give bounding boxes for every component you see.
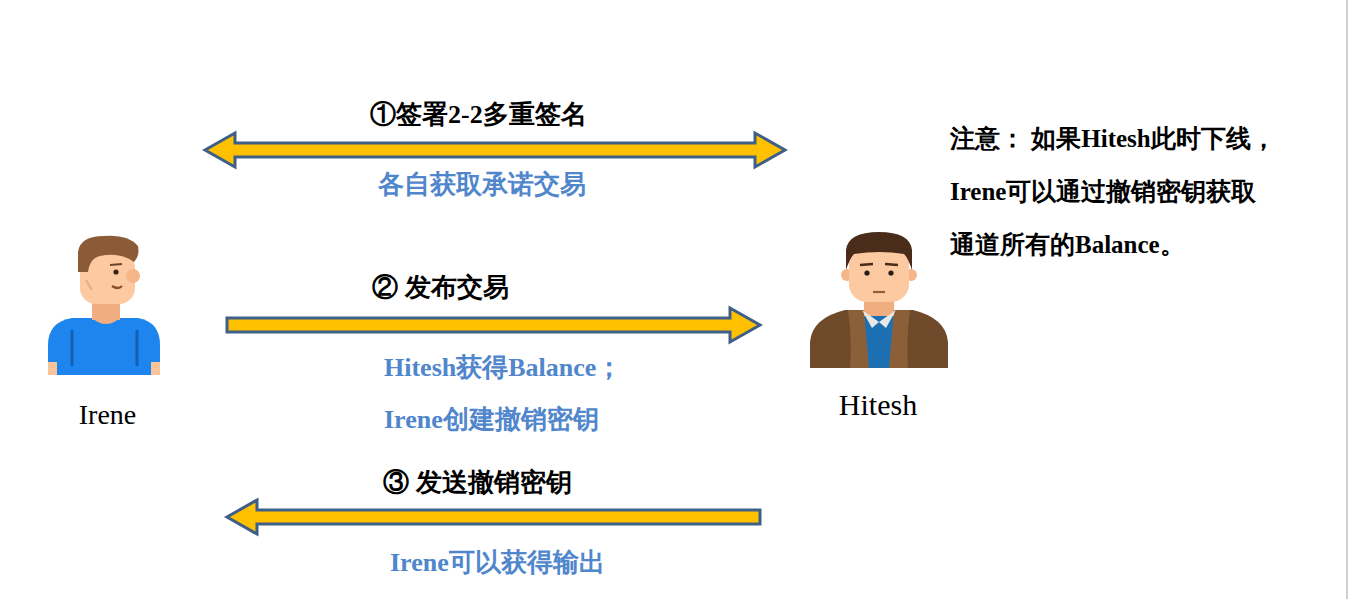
note-text: 各自获取承诺交易 (378, 170, 586, 200)
note-text: Irene创建撤销密钥 (384, 405, 599, 435)
block-arrow (227, 308, 760, 342)
frame-line (1346, 0, 1348, 599)
hitesh-figure (810, 232, 948, 368)
step-label: ①签署2-2多重签名 (370, 100, 587, 130)
side-note: 注意： 如果Hitesh此时下线， Irene可以通过撤销密钥获取 通道所有的B… (950, 112, 1335, 271)
note-text: Irene可以获得输出 (390, 548, 605, 578)
irene-figure (48, 236, 160, 375)
person-name: Irene (79, 400, 137, 430)
person-node: Hitesh (800, 226, 956, 422)
block-arrow (227, 500, 760, 534)
step-label: ③ 发送撤销密钥 (383, 468, 572, 498)
block-arrow (205, 133, 785, 167)
person-name: Hitesh (839, 390, 917, 420)
person-node: Irene (40, 232, 175, 432)
note-text: Hitesh获得Balance； (384, 353, 622, 383)
step-label: ② 发布交易 (372, 273, 509, 303)
